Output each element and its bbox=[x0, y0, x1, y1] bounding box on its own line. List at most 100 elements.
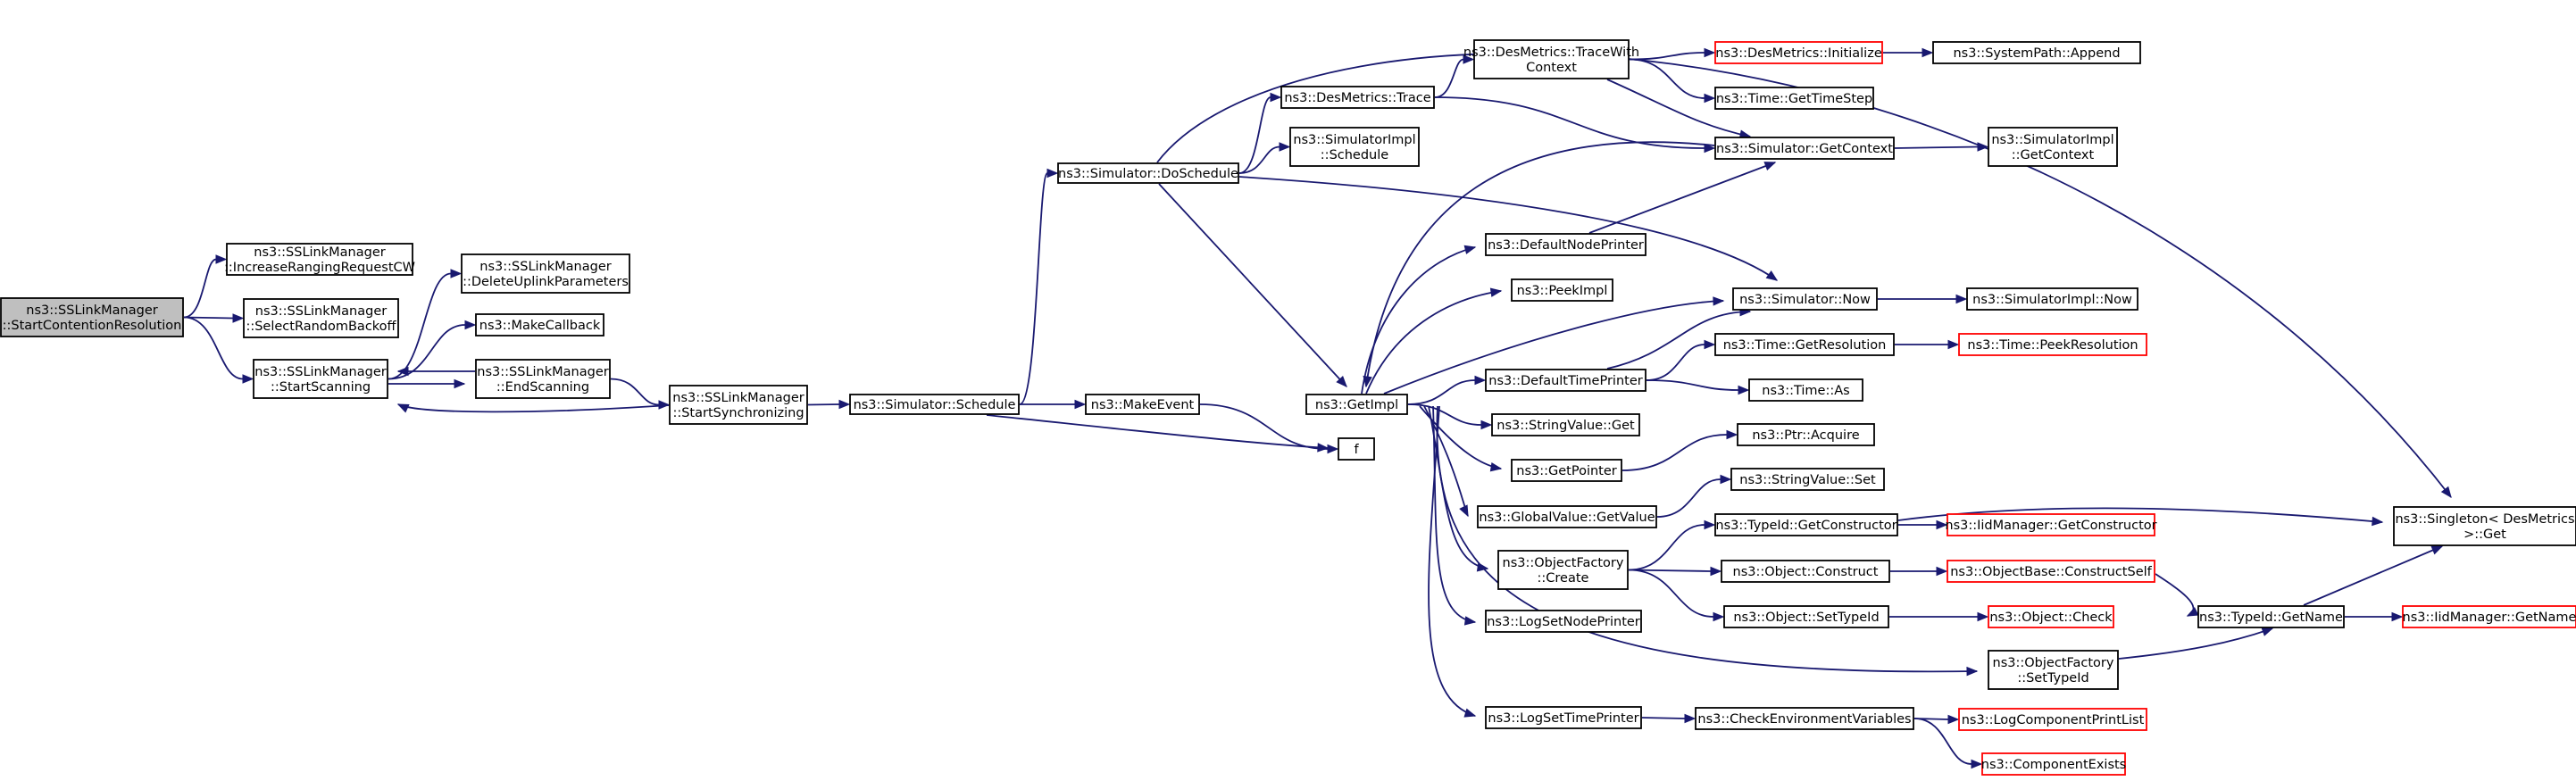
node-box bbox=[1988, 127, 2118, 167]
node-schedule[interactable]: ns3::Simulator::Schedule bbox=[849, 394, 1020, 415]
node-timeas[interactable]: ns3::Time::As bbox=[1748, 378, 1863, 402]
edge-line bbox=[1158, 183, 1347, 387]
node-objectcheck[interactable]: ns3::Object::Check bbox=[1988, 605, 2114, 628]
node-desinit[interactable]: ns3::DesMetrics::Initialize bbox=[1714, 41, 1883, 64]
node-box bbox=[475, 313, 604, 336]
node-box bbox=[1737, 423, 1875, 446]
node-syspathappend[interactable]: ns3::SystemPath::Append bbox=[1932, 41, 2141, 64]
arrowhead bbox=[1922, 47, 1934, 58]
node-label: ns3::Time::GetResolution bbox=[1723, 338, 1887, 353]
node-box bbox=[1714, 87, 1874, 110]
node-singletonget[interactable]: ns3::Singleton< DesMetrics >::Get bbox=[2393, 506, 2576, 546]
node-iidgetname[interactable]: ns3::IidManager::GetName bbox=[2402, 605, 2576, 628]
node-label: ns3::DefaultTimePrinter bbox=[1488, 374, 1642, 388]
node-box bbox=[1947, 513, 2155, 536]
node-simimplschedule[interactable]: ns3::SimulatorImpl::Schedule bbox=[1289, 127, 1420, 167]
node-label: ns3::Simulator::DoSchedule bbox=[1058, 167, 1238, 181]
node-startscanning[interactable]: ns3::SSLinkManager::StartScanning bbox=[253, 359, 388, 399]
node-desmetricstrace[interactable]: ns3::DesMetrics::Trace bbox=[1280, 86, 1435, 109]
edge-line bbox=[1641, 717, 1686, 719]
arrowhead bbox=[1704, 339, 1716, 350]
node-simnow[interactable]: ns3::Simulator::Now bbox=[1732, 287, 1878, 311]
node-label: ns3::MakeEvent bbox=[1091, 398, 1195, 412]
arrowhead bbox=[242, 374, 254, 384]
arrowhead bbox=[1463, 708, 1477, 718]
node-increase[interactable]: ns3::SSLinkManager::IncreaseRangingReque… bbox=[224, 243, 415, 276]
node-box bbox=[1485, 706, 1642, 729]
node-defaulttimeprinter[interactable]: ns3::DefaultTimePrinter bbox=[1485, 369, 1646, 392]
node-root[interactable]: ns3::SSLinkManager::StartContentionResol… bbox=[0, 297, 184, 337]
edge-schedule-to-f bbox=[986, 414, 1330, 453]
edge-line bbox=[1628, 569, 1712, 572]
node-label: ::StartSynchronizing bbox=[672, 406, 804, 420]
edge-line bbox=[1365, 290, 1502, 395]
node-peekimpl[interactable]: ns3::PeekImpl bbox=[1511, 278, 1613, 302]
edge-getimpl-to-stringvalueget bbox=[1407, 403, 1493, 430]
node-globalvaluegetvalue[interactable]: ns3::GlobalValue::GetValue bbox=[1477, 505, 1657, 528]
arrowhead bbox=[1704, 143, 1716, 154]
edge-simnow-to-simimplnow bbox=[1878, 294, 1968, 304]
node-label: ::SetTypeId bbox=[2017, 671, 2088, 685]
edge-line bbox=[183, 258, 217, 319]
node-peekresolution[interactable]: ns3::Time::PeekResolution bbox=[1958, 333, 2147, 356]
node-box bbox=[253, 359, 388, 399]
node-defaultnodeprinter[interactable]: ns3::DefaultNodePrinter bbox=[1485, 233, 1646, 256]
edge-doschedule-to-desmetricstrace bbox=[1238, 92, 1282, 174]
edge-line bbox=[1199, 403, 1329, 450]
node-checkenvvars[interactable]: ns3::CheckEnvironmentVariables bbox=[1695, 707, 1914, 730]
node-selectrandom[interactable]: ns3::SSLinkManager::SelectRandomBackoff bbox=[243, 298, 399, 338]
edge-line bbox=[1621, 434, 1728, 471]
node-startsync[interactable]: ns3::SSLinkManager::StartSynchronizing bbox=[669, 385, 808, 425]
node-makeevent[interactable]: ns3::MakeEvent bbox=[1085, 394, 1200, 415]
node-logsettimeprinter[interactable]: ns3::LogSetTimePrinter bbox=[1485, 706, 1642, 729]
node-objfactorycreate[interactable]: ns3::ObjectFactory::Create bbox=[1497, 550, 1629, 590]
edge-line bbox=[1238, 145, 1280, 174]
node-getimpl[interactable]: ns3::GetImpl bbox=[1305, 394, 1408, 415]
node-box bbox=[1988, 605, 2114, 628]
node-objfactorysettypeid[interactable]: ns3::ObjectFactory::SetTypeId bbox=[1988, 650, 2119, 690]
node-label: ::SelectRandomBackoff bbox=[246, 320, 396, 334]
node-deleteuplink[interactable]: ns3::SSLinkManager::DeleteUplinkParamete… bbox=[461, 253, 630, 294]
node-box bbox=[1491, 413, 1640, 436]
node-getpointer[interactable]: ns3::GetPointer bbox=[1511, 459, 1622, 482]
node-makecallback[interactable]: ns3::MakeCallback bbox=[475, 313, 604, 336]
node-logsetnodeprinter[interactable]: ns3::LogSetNodePrinter bbox=[1485, 610, 1642, 633]
node-stringvalueget[interactable]: ns3::StringValue::Get bbox=[1491, 413, 1640, 436]
function-nodes: ns3::SSLinkManager::StartContentionResol… bbox=[0, 39, 2576, 776]
node-componentexists[interactable]: ns3::ComponentExists bbox=[1981, 752, 2127, 776]
node-iidgetconstructor[interactable]: ns3::IidManager::GetConstructor bbox=[1945, 513, 2157, 536]
node-simimplgetcontext[interactable]: ns3::SimulatorImpl::GetContext bbox=[1988, 127, 2118, 167]
arrowhead bbox=[1763, 162, 1777, 170]
node-logcomponentprintlist[interactable]: ns3::LogComponentPrintList bbox=[1958, 708, 2147, 731]
node-objectsettypeid[interactable]: ns3::Object::SetTypeId bbox=[1723, 605, 1889, 628]
node-label: ns3::Time::GetTimeStep bbox=[1716, 92, 1872, 106]
arrowhead bbox=[1947, 339, 1960, 350]
node-objectconstruct[interactable]: ns3::Object::Construct bbox=[1721, 560, 1890, 583]
node-ptracquire[interactable]: ns3::Ptr::Acquire bbox=[1737, 423, 1875, 446]
arrowhead bbox=[838, 399, 851, 410]
node-f[interactable]: f bbox=[1338, 437, 1375, 461]
node-box bbox=[1511, 278, 1613, 302]
arrowhead bbox=[1074, 399, 1087, 410]
node-simimplnow[interactable]: ns3::SimulatorImpl::Now bbox=[1966, 287, 2138, 311]
node-doschedule[interactable]: ns3::Simulator::DoSchedule bbox=[1057, 162, 1239, 184]
node-box bbox=[1714, 41, 1883, 64]
node-objectbaseconstructself[interactable]: ns3::ObjectBase::ConstructSelf bbox=[1947, 560, 2155, 583]
node-gettimestep[interactable]: ns3::Time::GetTimeStep bbox=[1714, 87, 1874, 110]
node-simgetcontext[interactable]: ns3::Simulator::GetContext bbox=[1714, 137, 1895, 160]
node-getresolution[interactable]: ns3::Time::GetResolution bbox=[1714, 333, 1895, 356]
node-typeidgetconstructor[interactable]: ns3::TypeId::GetConstructor bbox=[1714, 513, 1898, 536]
node-typeidgetname[interactable]: ns3::TypeId::GetName bbox=[2197, 605, 2345, 628]
edge-root-to-startscanning bbox=[183, 316, 254, 384]
node-label: ns3::Object::Construct bbox=[1733, 565, 1879, 579]
node-stringvalueset[interactable]: ns3::StringValue::Set bbox=[1730, 468, 1885, 491]
edge-line bbox=[1238, 176, 1778, 281]
node-endscanning[interactable]: ns3::SSLinkManager::EndScanning bbox=[475, 359, 611, 399]
node-label: ::EndScanning bbox=[496, 380, 589, 395]
edge-getresolution-to-peekresolution bbox=[1895, 339, 1960, 350]
edge-line bbox=[1019, 172, 1048, 405]
edge-line bbox=[1156, 52, 2452, 498]
node-box bbox=[1695, 707, 1914, 730]
edge-line bbox=[1428, 405, 1476, 717]
